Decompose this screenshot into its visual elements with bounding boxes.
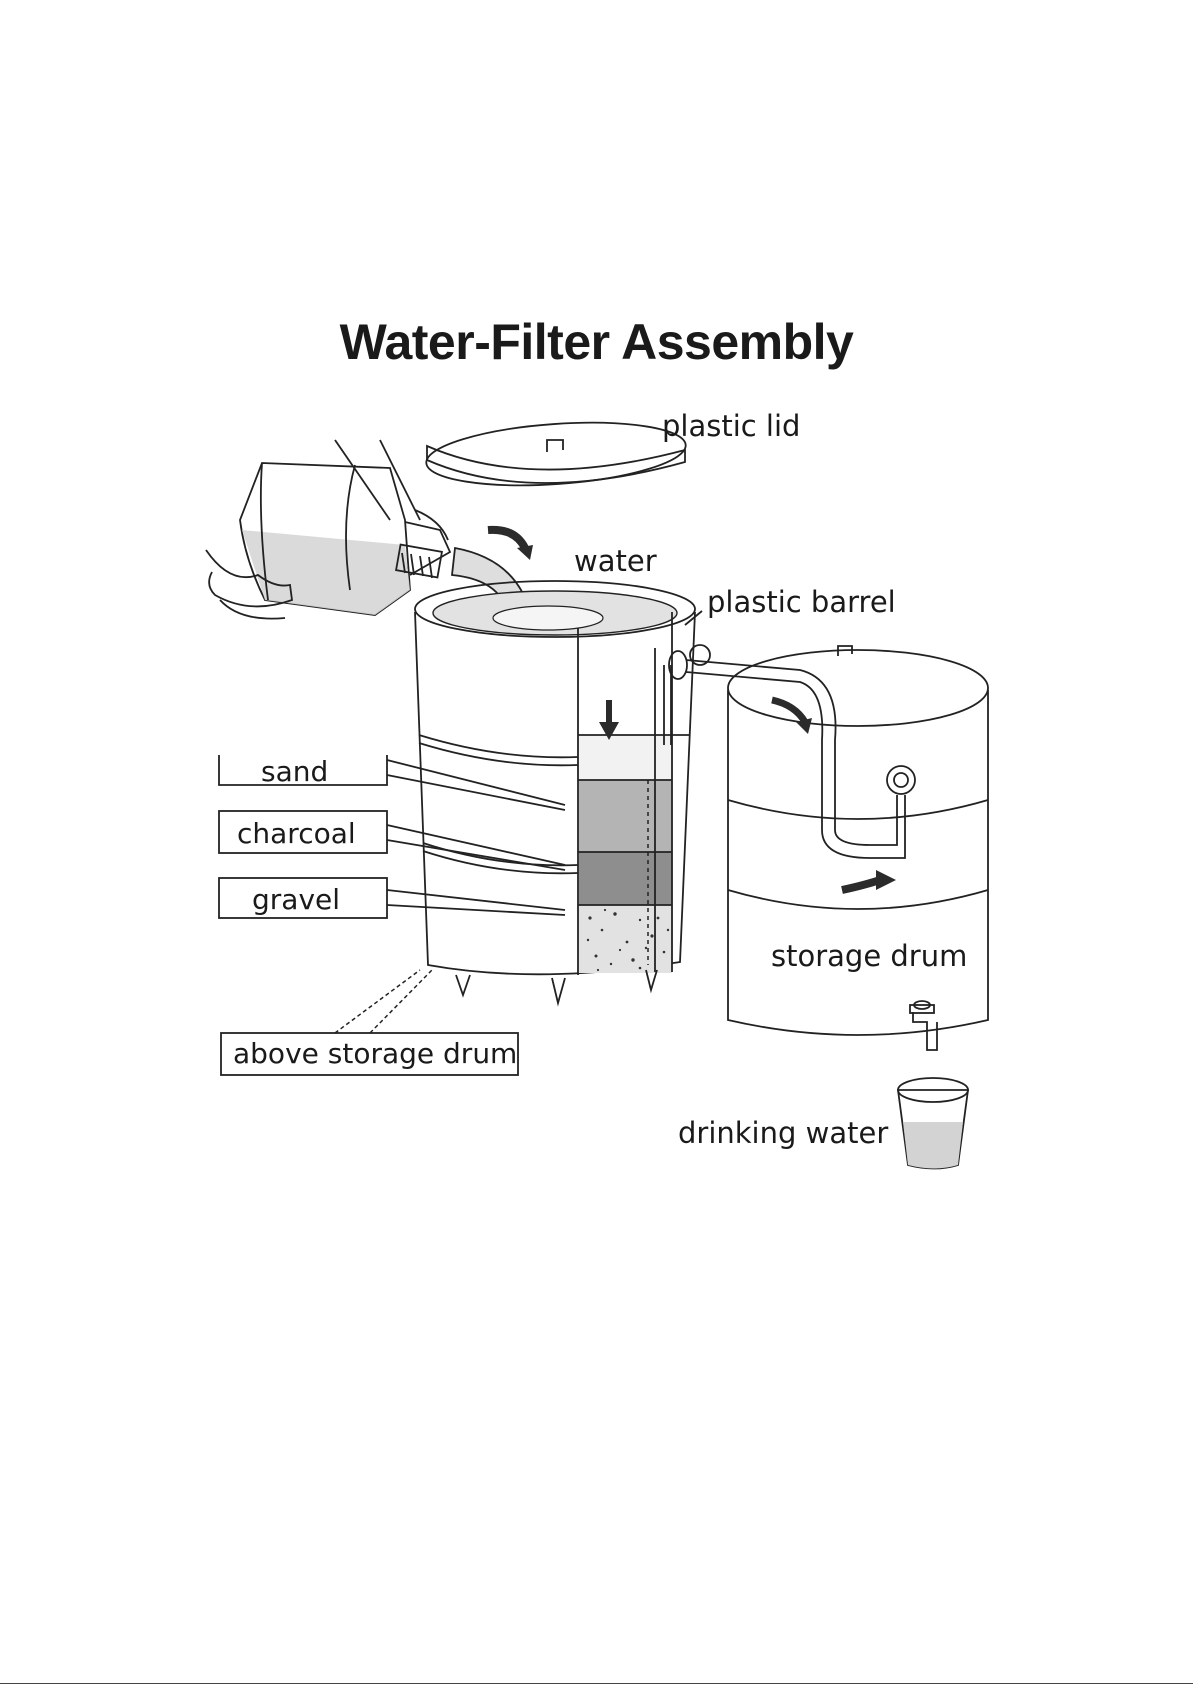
label-gravel: gravel [252,883,340,916]
label-above-storage-drum: above storage drum [233,1037,517,1070]
label-plastic-lid: plastic lid [662,409,800,443]
leader-charcoal [387,825,565,870]
flow-arrow-pour [488,530,525,548]
label-drinking-water: drinking water [678,1116,888,1150]
label-storage-drum: storage drum [771,939,967,973]
leader-above-storage-drum [335,970,432,1033]
label-water: water [574,544,657,578]
flow-arrow-out [842,880,880,890]
drinking-glass [898,1078,968,1169]
plastic-lid [424,415,688,493]
leader-gravel [387,890,565,915]
above-storage-drum-label-box: above storage drum [221,1033,518,1075]
connecting-pipe [664,645,915,858]
charcoal-layer [579,852,672,905]
filter-barrel [415,581,695,1003]
gravel-layer [579,905,672,973]
gravel-label-box: gravel [219,878,387,918]
label-plastic-barrel: plastic barrel [707,585,896,619]
label-sand: sand [261,755,328,788]
charcoal-label-box: charcoal [219,811,387,853]
page-bottom-rule [0,1683,1193,1684]
sand-label-box: sand [219,755,387,788]
flow-arrowhead-pour [517,545,533,560]
flow-arrow-drum [772,700,805,722]
flow-arrowhead-drum [796,718,812,734]
label-charcoal: charcoal [237,817,356,850]
leader-sand [387,760,565,810]
storage-drum [728,646,988,1050]
flow-arrowhead-out [876,870,896,890]
